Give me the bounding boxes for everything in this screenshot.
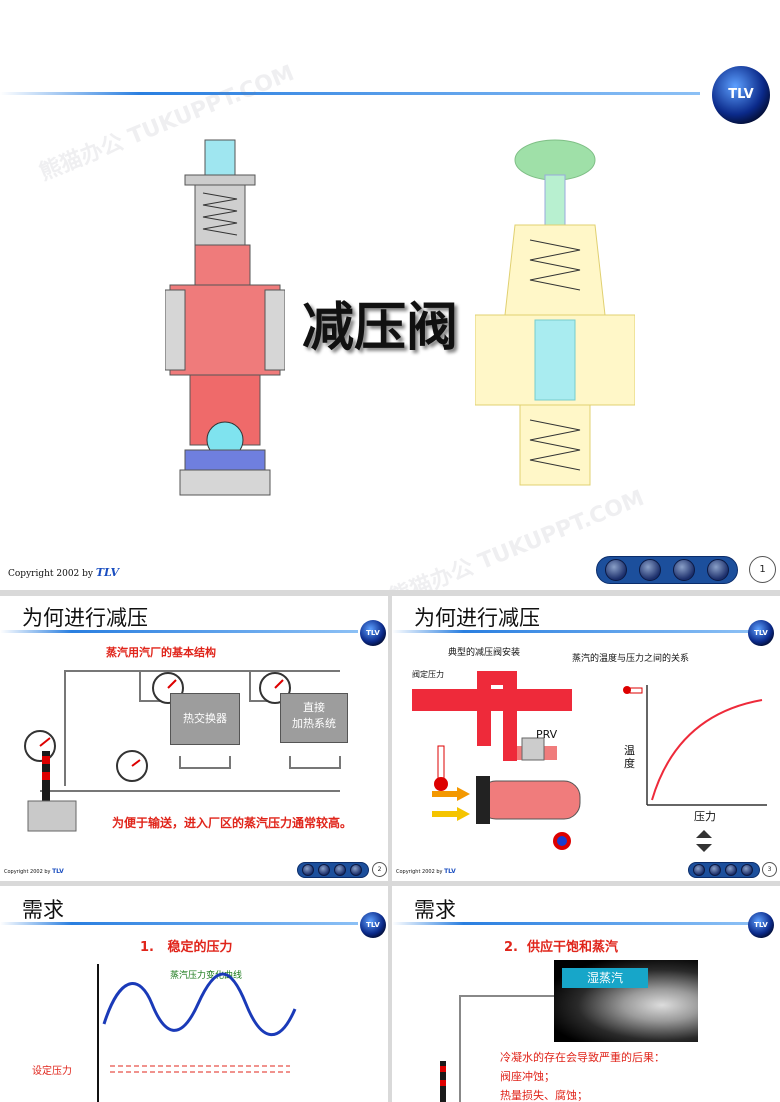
pressure-label: 阀定压力 [412,670,444,679]
home-icon[interactable] [693,864,705,876]
forward-icon[interactable] [350,864,362,876]
page-number: 1 [749,556,776,583]
heat-exchanger-box: 热交换器 [170,693,240,745]
back-icon[interactable] [334,864,346,876]
home-icon[interactable] [605,559,627,581]
title-accent-bar [0,630,358,633]
title-accent-bar [0,922,358,925]
requirement-heading: 2. 供应干饱和蒸汽 [504,940,619,955]
slide-4: 需求 TLV 1. 稳定的压力 蒸汽压力变化曲线 设定压力 [0,886,388,1102]
brand-text: TLV [95,566,120,579]
copyright-text: Copyright 2002 by TLV [396,868,456,875]
slide-divider [388,596,392,1102]
valve-cutaway-left-illustration [165,139,285,496]
title-accent-bar [392,630,750,633]
brand-text: TLV [52,868,64,875]
slide-1-title: 减压阀 [302,297,459,358]
title-accent-bar [392,922,750,925]
condensate-consequences: 冷凝水的存在会导致严重的后果： 阀座冲蚀； 热量损失、腐蚀； [500,1051,665,1102]
menu-icon[interactable] [639,559,661,581]
slide-3: 为何进行减压 TLV 典型的减压阀安装 蒸汽的温度与压力之间的关系 阀定压力 P… [392,596,780,881]
page-number: 2 [372,862,387,877]
back-icon[interactable] [725,864,737,876]
slide-5: 需求 TLV 2. 供应干饱和蒸汽 湿蒸汽 冷凝水的存在会导致严重的后果： 阀座… [392,886,780,1102]
slide-divider [0,590,780,596]
tlv-logo: TLV [360,912,386,938]
valve-symbol-icon [696,830,712,852]
forward-icon[interactable] [707,559,729,581]
tlv-logo: TLV [360,620,386,646]
slide-divider [0,881,780,886]
tlv-logo: TLV [712,66,770,124]
supply-note: 为便于输送，进入厂区的蒸汽压力通常较高。 [112,816,353,830]
copyright-text: Copyright 2002 by TLV [4,868,64,875]
y-axis-label: 温度 [624,744,635,770]
slide-5-title: 需求 [414,898,456,922]
top-accent-bar [0,92,700,95]
brand-text: TLV [444,868,456,875]
requirement-heading: 1. 稳定的压力 [140,940,233,955]
home-icon[interactable] [302,864,314,876]
pipe-line-drawing [440,995,554,1102]
slide-2: 为何进行减压 TLV 蒸汽用汽厂的基本结构 热交换器 直接 加热系统 为便于输送… [0,596,388,881]
x-axis-label: 压力 [694,810,716,823]
wet-steam-label: 湿蒸汽 [562,968,648,988]
temperature-pressure-curve [623,685,767,806]
relation-caption: 蒸汽的温度与压力之间的关系 [572,654,690,664]
prv-label: PRV [536,728,558,741]
menu-icon[interactable] [318,864,330,876]
tlv-logo: TLV [748,912,774,938]
forward-icon[interactable] [741,864,753,876]
back-icon[interactable] [673,559,695,581]
copyright-text: Copyright 2002 by TLV [8,566,120,579]
chart-caption: 蒸汽压力变化曲线 [170,971,243,981]
tlv-logo: TLV [748,620,774,646]
slide-2-title: 为何进行减压 [22,606,148,630]
page-number: 3 [762,862,777,877]
prv-installation-diagram [412,671,581,850]
direct-heating-box: 直接 加热系统 [280,693,348,743]
set-pressure-label: 设定压力 [32,1066,72,1077]
slide-3-title: 为何进行减压 [414,606,540,630]
valve-cutaway-right-illustration [475,139,635,486]
slide-4-title: 需求 [22,898,64,922]
menu-icon[interactable] [709,864,721,876]
slide-1: TLV 熊猫办公 TUKUPPT.COM 熊猫办公 TUKUPPT.COM 减压… [0,60,776,590]
install-caption: 典型的减压阀安装 [448,648,521,658]
pressure-variation-chart [97,964,297,1102]
plant-piping-diagram [24,670,341,832]
diagram-title: 蒸汽用汽厂的基本结构 [106,646,216,659]
